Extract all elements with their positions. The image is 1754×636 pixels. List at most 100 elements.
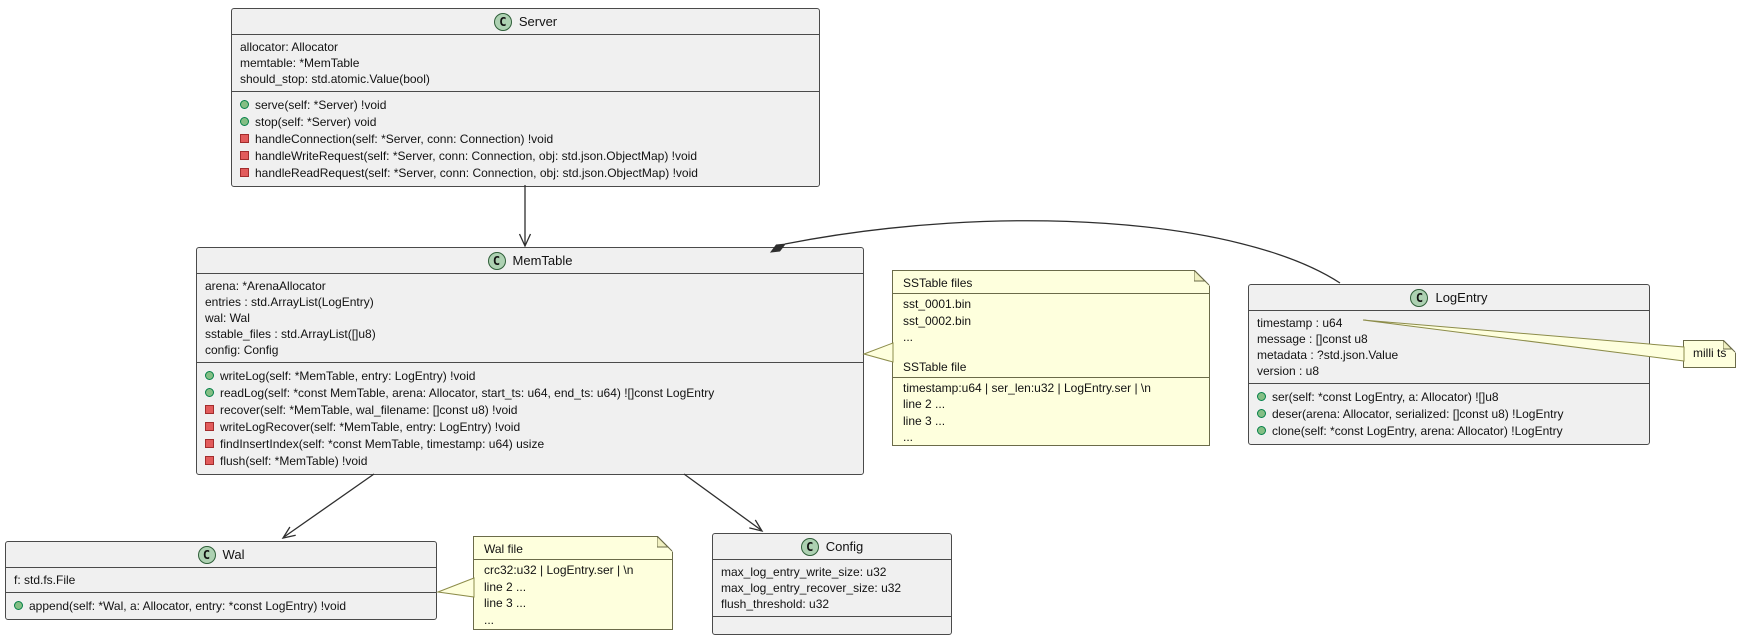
method-label: handleWriteRequest(self: *Server, conn: … [255,148,698,163]
arrowhead-memtable-wal [281,526,296,539]
attributes-section: allocator: Allocator memtable: *MemTable… [232,35,819,92]
note-wal-file: Wal file crc32:u32 | LogEntry.ser | \n l… [473,536,673,630]
class-header-config: C Config [713,534,951,560]
method-label: append(self: *Wal, a: Allocator, entry: … [29,598,347,613]
class-attribute: version : u8 [1257,364,1320,378]
method-row: handleConnection(self: *Server, conn: Co… [240,130,811,147]
class-attribute: sstable_files : std.ArrayList([]u8) [205,327,376,341]
class-attribute: metadata : ?std.json.Value [1257,348,1399,362]
class-attribute: message : []const u8 [1257,332,1368,346]
note-fold-icon [657,536,673,552]
attributes-section: timestamp : u64 message : []const u8 met… [1249,311,1649,384]
class-attribute: max_log_entry_write_size: u32 [721,565,887,579]
public-method-icon [205,371,214,380]
note-line: ... [484,612,495,627]
method-label: recover(self: *MemTable, wal_filename: [… [220,402,518,417]
class-name: Server [518,14,558,29]
note-line: line 2 ... [903,397,946,411]
note-line: sst_0002.bin [903,313,972,328]
class-header-logentry: C LogEntry [1249,285,1649,311]
method-label: readLog(self: *const MemTable, arena: Al… [220,385,715,400]
class-attribute: wal: Wal [205,311,250,325]
method-row: findInsertIndex(self: *const MemTable, t… [205,435,855,452]
methods-section: serve(self: *Server) !void stop(self: *S… [232,92,819,186]
methods-section: append(self: *Wal, a: Allocator, entry: … [6,593,436,619]
public-method-icon [14,601,23,610]
method-row: stop(self: *Server) void [240,113,811,130]
public-method-icon [240,117,249,126]
note-fold-icon [1723,340,1737,353]
note-line: line 3 ... [484,596,527,610]
method-row: ser(self: *const LogEntry, a: Allocator)… [1257,388,1641,405]
class-attribute: f: std.fs.File [14,573,76,587]
class-attribute: should_stop: std.atomic.Value(bool) [240,72,430,86]
public-method-icon [240,100,249,109]
class-attribute: memtable: *MemTable [240,56,360,70]
note-section-header: Wal file [474,541,672,560]
class-name: LogEntry [1435,290,1488,305]
class-icon: C [1410,288,1429,307]
method-label: findInsertIndex(self: *const MemTable, t… [220,436,545,451]
class-box-config: C Config max_log_entry_write_size: u32 m… [712,533,952,635]
private-method-icon [205,405,214,414]
private-method-icon [240,168,249,177]
note-milli-ts: milli ts [1683,340,1737,368]
public-method-icon [1257,392,1266,401]
private-method-icon [205,422,214,431]
public-method-icon [1257,426,1266,435]
method-row: handleWriteRequest(self: *Server, conn: … [240,147,811,164]
method-label: stop(self: *Server) void [255,114,377,129]
arrow-memtable-config [683,473,762,531]
arrowhead-memtable-config [749,519,764,533]
note-sstable: SSTable files sst_0001.bin sst_0002.bin … [892,270,1210,446]
class-box-memtable: C MemTable arena: *ArenaAllocator entrie… [196,247,864,475]
method-label: handleConnection(self: *Server, conn: Co… [255,131,554,146]
class-name: Wal [222,547,245,562]
method-row: writeLogRecover(self: *MemTable, entry: … [205,418,855,435]
arrowhead-server-memtable [518,233,532,248]
attributes-section: f: std.fs.File [6,568,436,593]
class-icon: C [487,251,506,270]
method-row: recover(self: *MemTable, wal_filename: [… [205,401,855,418]
class-header-memtable: C MemTable [197,248,863,274]
public-method-icon [205,388,214,397]
attributes-section: arena: *ArenaAllocator entries : std.Arr… [197,274,863,363]
private-method-icon [240,134,249,143]
note-connector-sstable-memtable [862,342,894,363]
class-attribute: max_log_entry_recover_size: u32 [721,581,902,595]
class-attribute: timestamp : u64 [1257,316,1343,330]
methods-section-empty [713,617,951,634]
class-box-server: C Server allocator: Allocator memtable: … [231,8,820,187]
note-section-header: SSTable file [893,359,1209,378]
method-label: writeLog(self: *MemTable, entry: LogEntr… [220,368,476,383]
class-attribute: allocator: Allocator [240,40,339,54]
methods-section: writeLog(self: *MemTable, entry: LogEntr… [197,363,863,474]
class-header-wal: C Wal [6,542,436,568]
method-row: append(self: *Wal, a: Allocator, entry: … [14,597,428,614]
class-attribute: config: Config [205,343,279,357]
method-label: clone(self: *const LogEntry, arena: Allo… [1272,423,1563,438]
class-box-wal: C Wal f: std.fs.File append(self: *Wal, … [5,541,437,620]
note-line: ... [903,330,914,344]
method-label: flush(self: *MemTable) !void [220,453,368,468]
method-label: deser(arena: Allocator, serialized: []co… [1272,406,1564,421]
note-line: ... [903,430,914,444]
method-row: handleReadRequest(self: *Server, conn: C… [240,164,811,181]
class-icon: C [197,545,216,564]
method-row: readLog(self: *const MemTable, arena: Al… [205,384,855,401]
method-label: writeLogRecover(self: *MemTable, entry: … [220,419,521,434]
public-method-icon [1257,409,1266,418]
class-icon: C [800,537,819,556]
private-method-icon [240,151,249,160]
method-row: deser(arena: Allocator, serialized: []co… [1257,405,1641,422]
note-line: line 3 ... [903,413,946,428]
note-line: crc32:u32 | LogEntry.ser | \n [484,563,634,577]
method-row: flush(self: *MemTable) !void [205,452,855,469]
class-icon: C [493,12,512,31]
class-name: MemTable [512,253,573,268]
method-row: clone(self: *const LogEntry, arena: Allo… [1257,422,1641,439]
arrow-memtable-wal [283,473,375,538]
class-attribute: flush_threshold: u32 [721,597,830,611]
note-connector-walfile-wal [436,577,475,598]
